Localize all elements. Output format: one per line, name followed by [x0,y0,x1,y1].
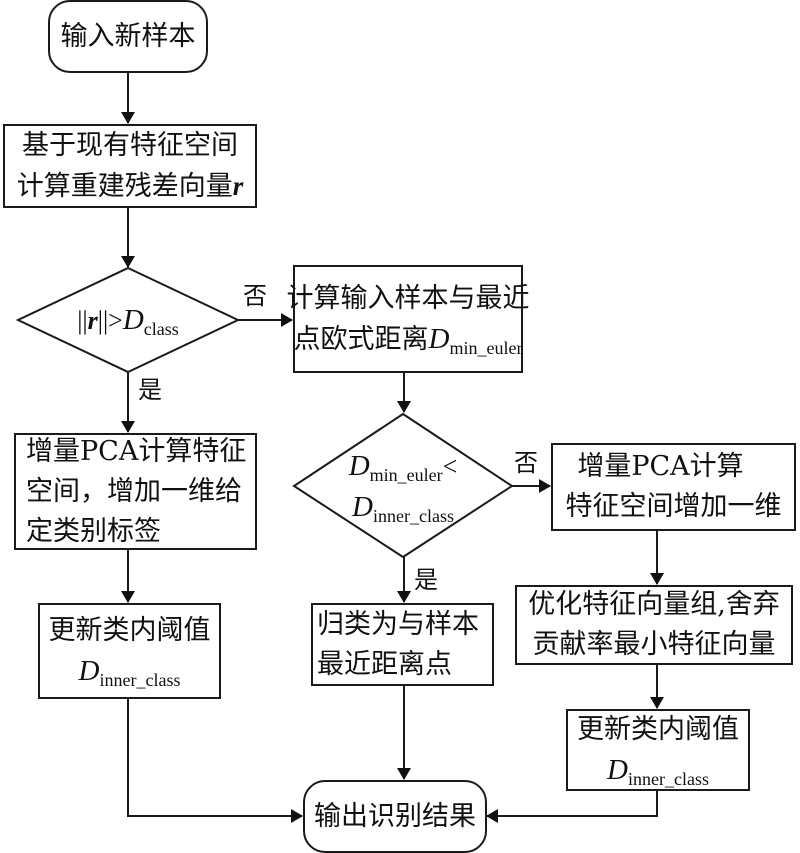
edge-update-right-to-end [486,790,658,823]
decision-distance-D1: D [348,450,370,482]
decision-residual-no-label: 否 [243,282,267,310]
end-node: 输出识别结果 [303,780,487,853]
pca-add-label-line3: 定类别标签 [26,515,161,547]
update-threshold-right-line2: Dinner_class [607,750,709,790]
decision-distance-line2: Dinner_class [294,487,512,528]
decision-distance-label: Dmin_euler< Dinner_class [294,446,512,528]
optimize-vectors-box: 优化特征向量组,舍弃 贡献率最小特征向量 [515,585,793,665]
compute-distance-line1: 计算输入样本与最近 [286,283,530,314]
pca-add-dim-box: 增量PCA计算 特征空间增加一维 [551,443,796,531]
compute-distance-line2-text: 点欧式距离 [293,324,429,354]
norm-bar-left: || [77,306,88,335]
compute-residual-line1: 基于现有特征空间 [22,130,238,161]
classify-nearest-box: 归类为与样本 最近距离点 [311,603,494,686]
optimize-vectors-line2: 贡献率最小特征向量 [532,629,776,660]
update-threshold-left-line2: Dinner_class [79,651,181,691]
decision-distance-line1: Dmin_euler< [294,446,512,487]
decision-distance-yes-label: 是 [414,566,438,594]
pca-add-label-line2: 空间，增加一维给 [26,475,242,507]
compute-residual-line2: 计算重建残差向量r [17,166,244,206]
update-threshold-left-box: 更新类内阈值 Dinner_class [38,603,221,699]
decision-residual-D: D [122,304,144,336]
residual-vector-symbol: r [232,171,244,201]
update-threshold-right-box: 更新类内阈值 Dinner_class [566,709,750,791]
update-threshold-right-sub: inner_class [627,769,709,789]
decision-residual-diamond [15,266,241,374]
compute-residual-line2-text: 计算重建残差向量 [16,171,233,201]
pca-add-label-box: 增量PCA计算特征 空间，增加一维给 定类别标签 [14,433,257,550]
decision-residual-label: ||r||>Dclass [18,300,238,341]
update-threshold-left-line1: 更新类内阈值 [48,615,211,646]
pca-add-dim-line2: 特征空间增加一维 [565,491,782,522]
update-threshold-left-D: D [78,655,100,687]
start-label: 输入新样本 [60,20,196,52]
decision-residual-op: > [108,306,123,335]
classify-nearest-line2: 最近距离点 [317,648,452,680]
update-threshold-left-sub: inner_class [99,670,181,690]
norm-bar-right: || [97,306,109,335]
compute-distance-box: 计算输入样本与最近 点欧式距离Dmin_euler [287,265,530,373]
pca-add-label-line1: 增量PCA计算特征 [26,435,247,467]
norm-var: r [87,306,98,335]
end-label: 输出识别结果 [314,800,476,832]
compute-residual-box: 基于现有特征空间 计算重建残差向量r [3,124,257,208]
edge-update-left-to-end [127,698,303,823]
decision-distance-diamond [292,412,514,559]
compute-distance-sub: min_euler [449,338,523,358]
compute-distance-line2: 点欧式距离Dmin_euler [294,319,523,359]
pca-add-dim-line1: 增量PCA计算 [577,451,744,482]
decision-distance-no-label: 否 [514,449,538,477]
compute-distance-D: D [428,323,450,355]
decision-distance-op: < [442,452,458,481]
decision-distance-D2: D [352,491,373,523]
decision-residual-yes-label: 是 [138,376,162,404]
decision-residual-sub: class [143,319,179,339]
classify-nearest-line1: 归类为与样本 [317,608,479,640]
decision-distance-sub2: inner_class [372,506,454,526]
optimize-vectors-line1: 优化特征向量组,舍弃 [528,589,780,620]
update-threshold-right-line1: 更新类内阈值 [577,714,739,745]
start-node: 输入新样本 [48,0,208,73]
update-threshold-right-D: D [607,754,628,786]
decision-distance-sub1: min_euler [369,465,443,485]
